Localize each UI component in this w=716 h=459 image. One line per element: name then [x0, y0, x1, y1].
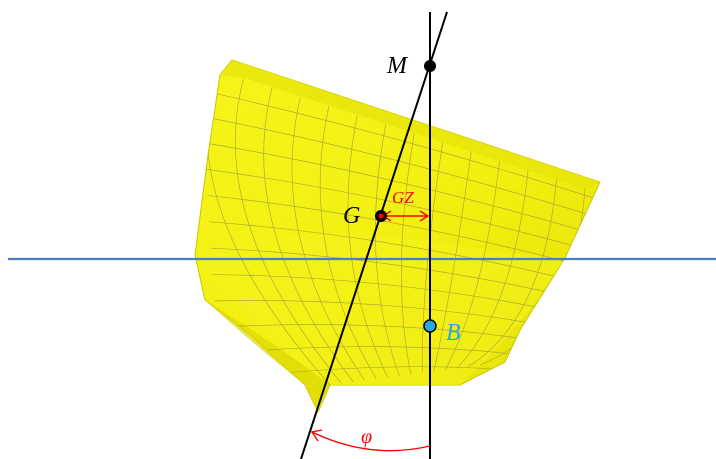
ship-centerline	[300, 11, 448, 459]
hull-inner-bowl	[200, 233, 565, 385]
heel-angle-arrowhead	[310, 429, 323, 442]
metacenter-point	[424, 60, 436, 72]
mesh-line	[209, 221, 560, 278]
heel-angle-arc	[311, 431, 431, 452]
mesh-line	[433, 151, 472, 372]
mesh-line	[401, 133, 415, 375]
mesh-line	[210, 247, 551, 294]
mesh-line	[291, 97, 365, 381]
mesh-line	[203, 142, 584, 232]
mesh-line	[421, 142, 444, 373]
mesh-line	[201, 116, 592, 216]
mesh-line	[468, 178, 557, 367]
gravity-label: G	[343, 203, 360, 229]
mesh-line	[212, 274, 543, 309]
mesh-line	[263, 88, 354, 383]
mesh-line	[347, 115, 389, 378]
mesh-line	[456, 169, 529, 369]
hull	[194, 59, 601, 414]
heel-angle-label: φ	[361, 426, 372, 448]
gz-label: GZ	[392, 188, 414, 207]
buoyancy-label: B	[446, 320, 461, 346]
mesh-line	[199, 89, 600, 201]
hull-keel	[205, 300, 330, 412]
metacenter-label: M	[386, 53, 409, 79]
gravity-point-inner	[378, 213, 384, 219]
mesh-line	[216, 324, 527, 340]
mesh-line	[445, 160, 500, 370]
mesh-line	[214, 300, 535, 324]
buoyancy-point	[423, 319, 437, 333]
